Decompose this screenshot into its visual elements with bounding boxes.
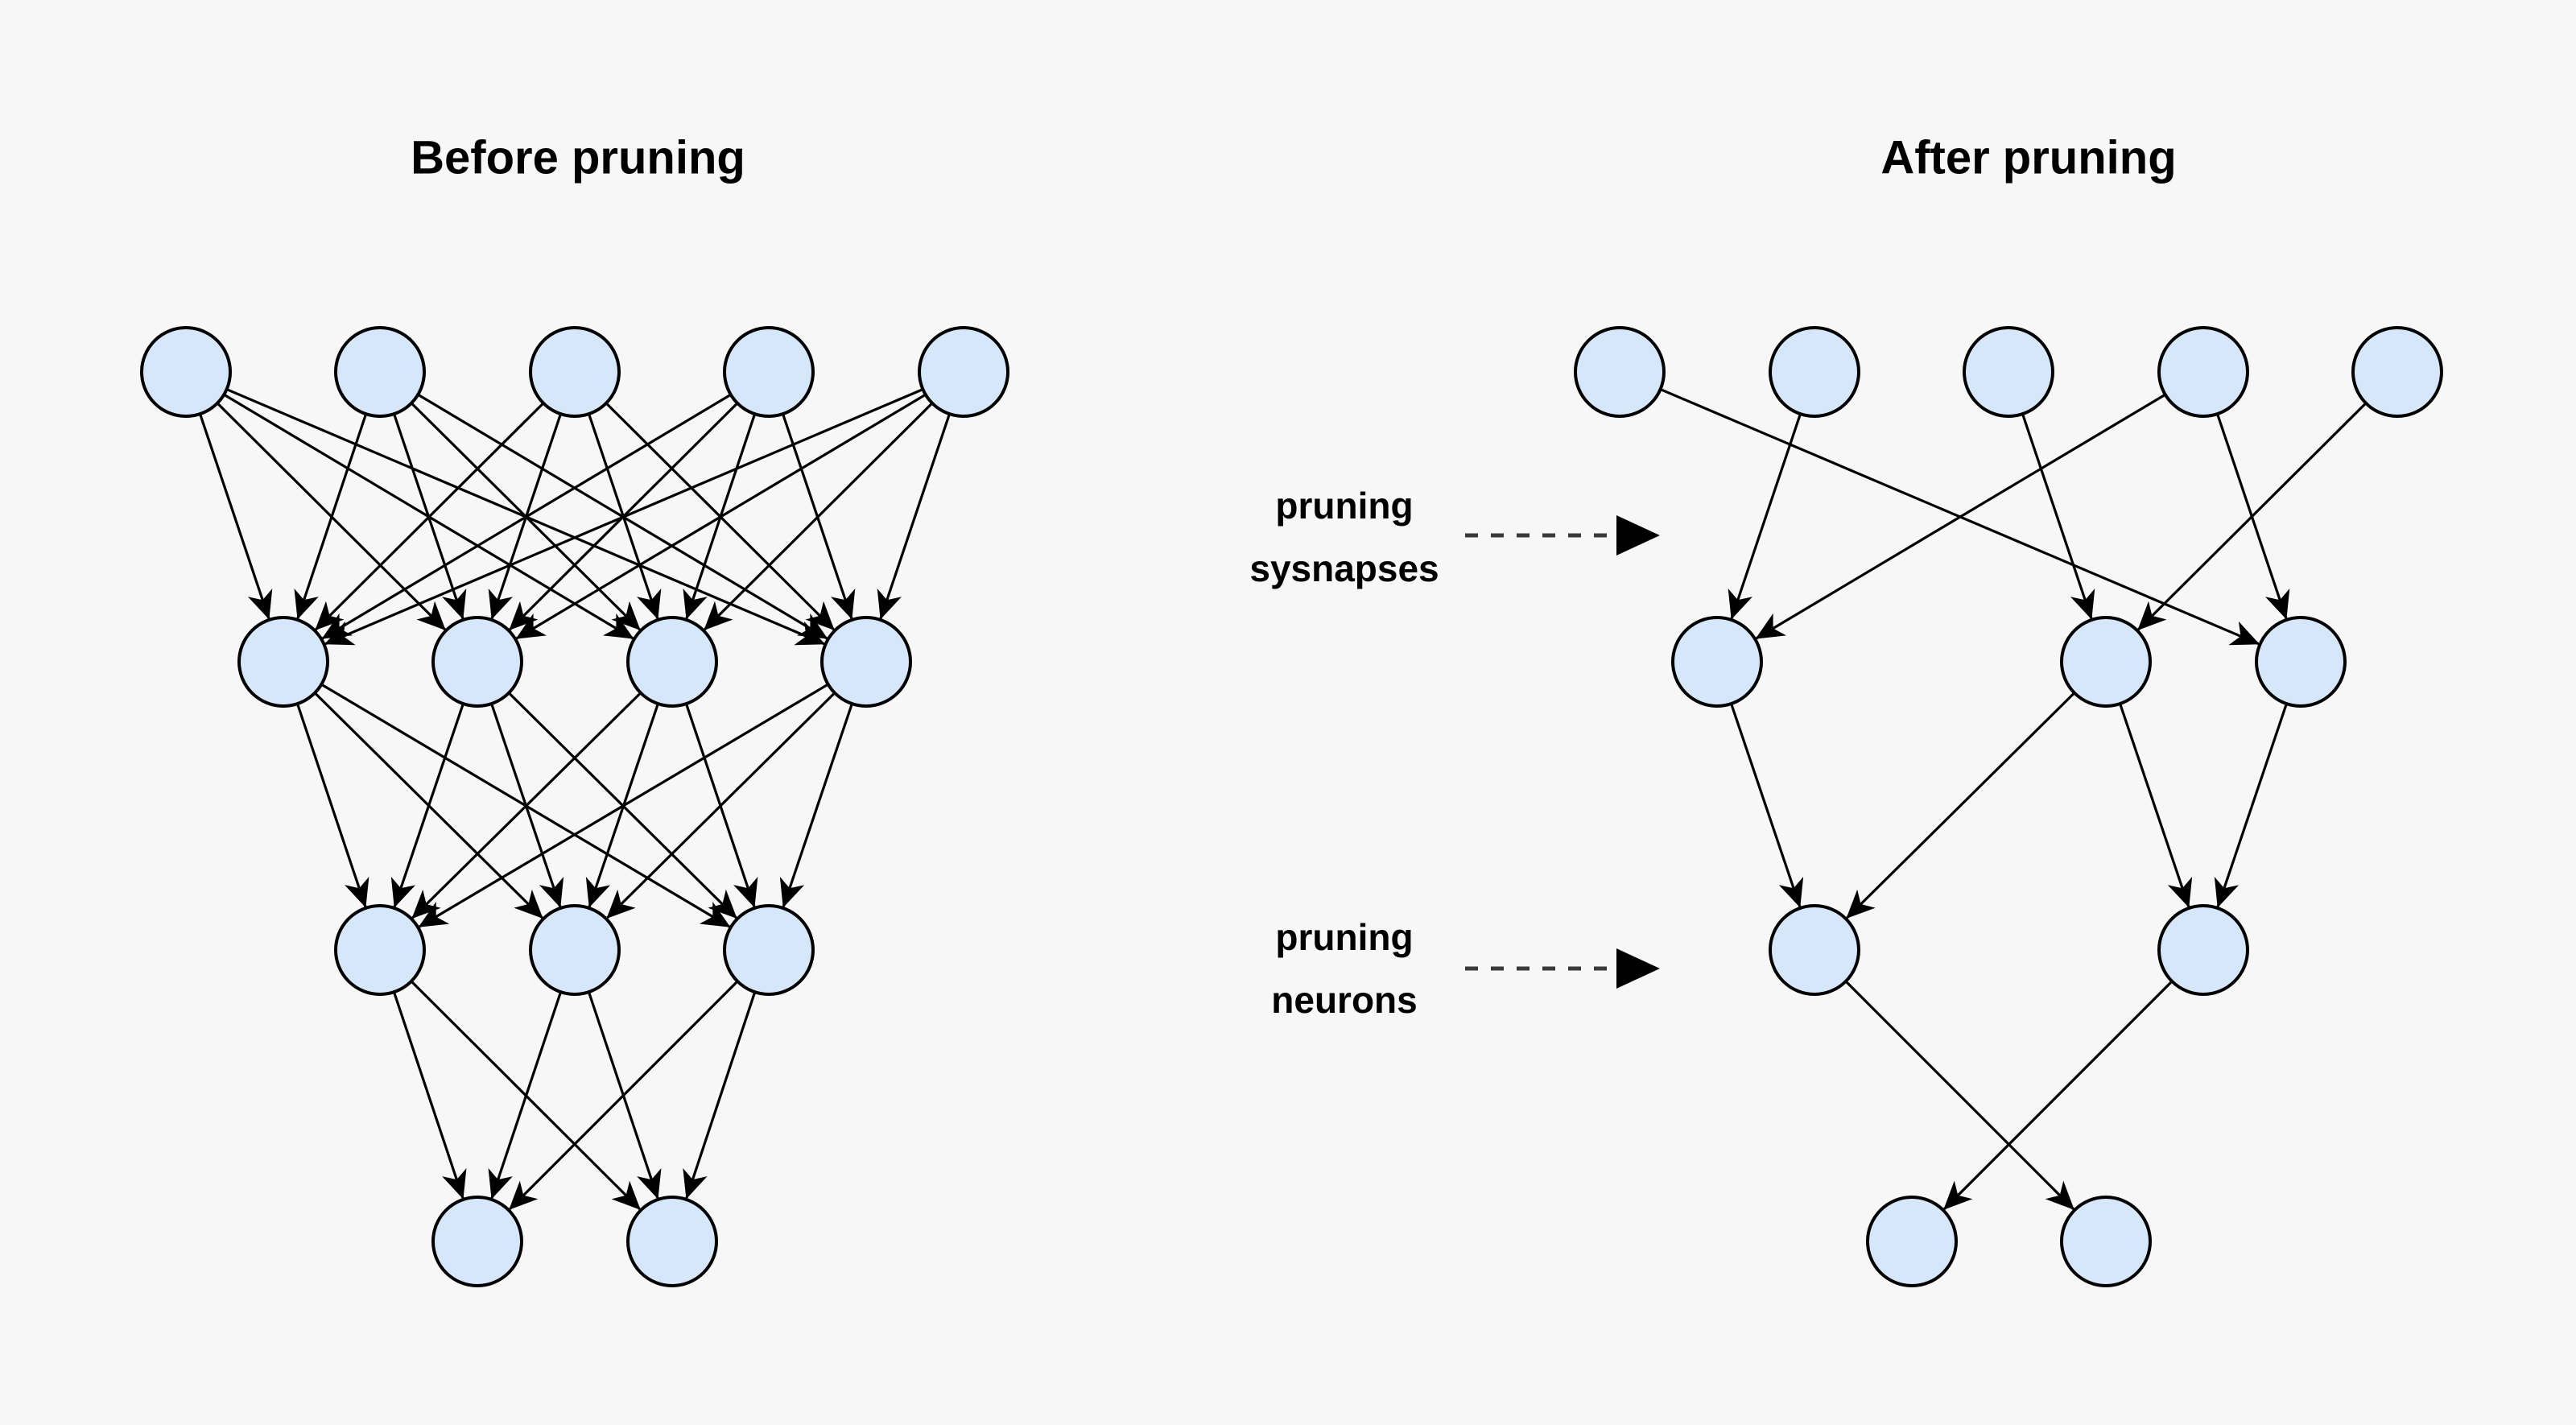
neuron-node[interactable] xyxy=(918,326,1009,418)
synapse-edge xyxy=(321,393,732,640)
synapse-edge xyxy=(2214,703,2288,908)
neuron-node[interactable] xyxy=(626,616,718,708)
synapse-edge xyxy=(1730,703,1804,908)
synapse-edge xyxy=(1755,393,2166,640)
synapse-group xyxy=(199,388,2368,1210)
neuron-node[interactable] xyxy=(2060,1196,2152,1287)
synapse-edge xyxy=(606,692,836,919)
step-synapses-label-line2: sysnapses xyxy=(1249,547,1439,589)
neuron-node[interactable] xyxy=(2157,326,2249,418)
synapse-edge xyxy=(418,683,829,928)
synapse-edge xyxy=(1846,692,2076,919)
neuron-node[interactable] xyxy=(2060,616,2152,708)
left-panel-title: Before pruning xyxy=(411,131,745,184)
synapse-edge xyxy=(515,393,927,640)
neuron-node[interactable] xyxy=(334,326,426,418)
synapse-edge xyxy=(2021,413,2095,620)
neuron-group xyxy=(140,326,2443,1287)
right-panel-title: After pruning xyxy=(1880,131,2176,184)
synapse-edge xyxy=(294,413,368,620)
neuron-node[interactable] xyxy=(2255,616,2347,708)
synapse-edge xyxy=(2119,703,2193,908)
step-neurons-arrow-icon xyxy=(1616,948,1660,989)
neuron-node[interactable] xyxy=(1769,326,1860,418)
neuron-node[interactable] xyxy=(334,904,426,996)
synapse-edge xyxy=(704,402,934,630)
neuron-node[interactable] xyxy=(237,616,329,708)
neuron-node[interactable] xyxy=(1671,616,1763,708)
neuron-node[interactable] xyxy=(431,1196,523,1287)
neuron-node[interactable] xyxy=(626,1196,718,1287)
synapse-edge xyxy=(509,980,739,1210)
synapse-edge xyxy=(488,991,563,1200)
synapse-edge xyxy=(411,692,642,919)
neuron-node[interactable] xyxy=(1769,904,1860,996)
synapse-edge xyxy=(315,402,545,630)
synapse-edge xyxy=(683,991,757,1200)
neuron-node[interactable] xyxy=(431,616,523,708)
synapse-edge xyxy=(1943,980,2174,1210)
synapse-edge xyxy=(2137,402,2368,630)
synapse-edge xyxy=(324,388,924,646)
synapse-edge xyxy=(390,703,464,908)
neuron-node[interactable] xyxy=(1574,326,1666,418)
neuron-node[interactable] xyxy=(2351,326,2443,418)
neuron-node[interactable] xyxy=(723,326,815,418)
step-neurons-label-line2: neurons xyxy=(1271,979,1417,1021)
neuron-node[interactable] xyxy=(140,326,232,418)
neuron-node[interactable] xyxy=(529,904,621,996)
synapse-edge xyxy=(295,703,369,908)
step-synapses-arrow-icon xyxy=(1616,515,1660,556)
step-synapses: pruning sysnapses xyxy=(1249,485,1660,589)
neuron-node[interactable] xyxy=(723,904,815,996)
neuron-node[interactable] xyxy=(529,326,621,418)
synapse-edge xyxy=(1844,980,2074,1210)
neuron-node[interactable] xyxy=(1866,1196,1958,1287)
step-neurons: pruning neurons xyxy=(1271,916,1660,1021)
synapse-edge xyxy=(1728,413,1802,620)
neuron-node[interactable] xyxy=(1963,326,2054,418)
synapse-edge xyxy=(392,991,467,1200)
step-synapses-label-line1: pruning xyxy=(1275,485,1413,527)
neuron-node[interactable] xyxy=(820,616,912,708)
synapse-edge xyxy=(199,413,273,620)
step-neurons-label-line1: pruning xyxy=(1275,916,1413,958)
synapse-edge xyxy=(779,703,853,908)
synapse-edge xyxy=(877,413,951,620)
neuron-node[interactable] xyxy=(2157,904,2249,996)
